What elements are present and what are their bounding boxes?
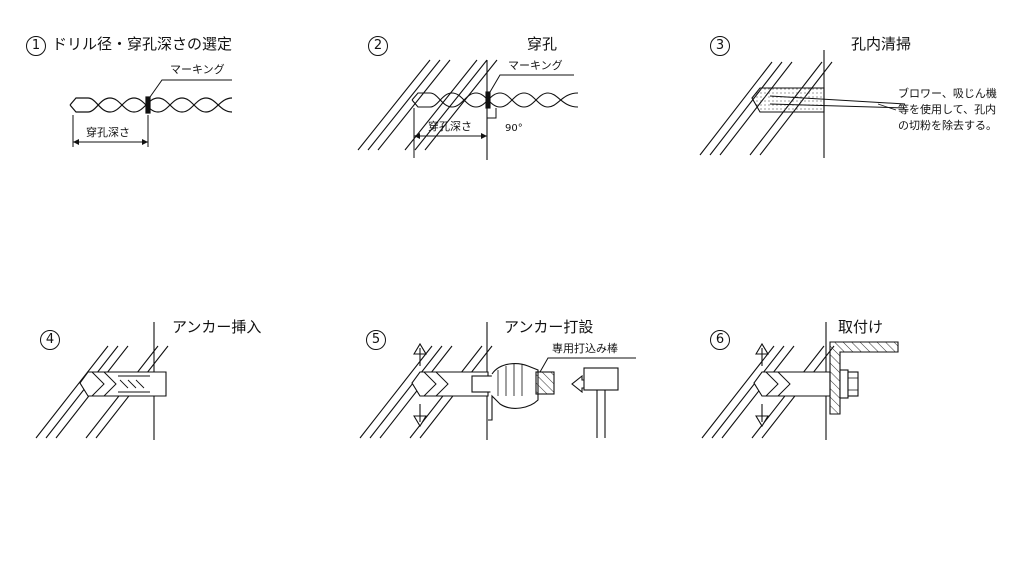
step2-depth-label: 穿孔深さ bbox=[428, 120, 472, 133]
step2-marking-label: マーキング bbox=[508, 59, 563, 72]
step2-angle-label: 90° bbox=[505, 123, 523, 134]
step1-number: 1 bbox=[26, 36, 46, 56]
step5-title: アンカー打設 bbox=[504, 318, 594, 336]
step5-tool-label: 専用打込み棒 bbox=[552, 342, 618, 355]
step3-title: 孔内清掃 bbox=[851, 35, 912, 53]
step2-number: 2 bbox=[368, 36, 388, 56]
step1-title: ドリル径・穿孔深さの選定 bbox=[52, 35, 233, 53]
step4-title: アンカー挿入 bbox=[172, 318, 262, 336]
step4-insertion-figure bbox=[35, 322, 169, 440]
step1-drill-figure bbox=[69, 79, 233, 147]
step5-number: 5 bbox=[366, 330, 386, 350]
step2-drilling-figure bbox=[357, 59, 579, 160]
step5-driving-figure bbox=[359, 322, 636, 440]
step1-depth-label: 穿孔深さ bbox=[86, 126, 130, 139]
step4-number: 4 bbox=[40, 330, 60, 350]
step6-mounting-figure bbox=[701, 322, 899, 440]
step3-number: 3 bbox=[710, 36, 730, 56]
step6-title: 取付け bbox=[838, 318, 884, 336]
step3-cleaning-figure bbox=[699, 50, 906, 158]
step2-title: 穿孔 bbox=[527, 35, 558, 53]
step6-number: 6 bbox=[710, 330, 730, 350]
step3-note: ブロワー、吸じん機 等を使用して、孔内 の切粉を除去する。 bbox=[898, 87, 997, 132]
step1-marking-label: マーキング bbox=[170, 63, 225, 76]
